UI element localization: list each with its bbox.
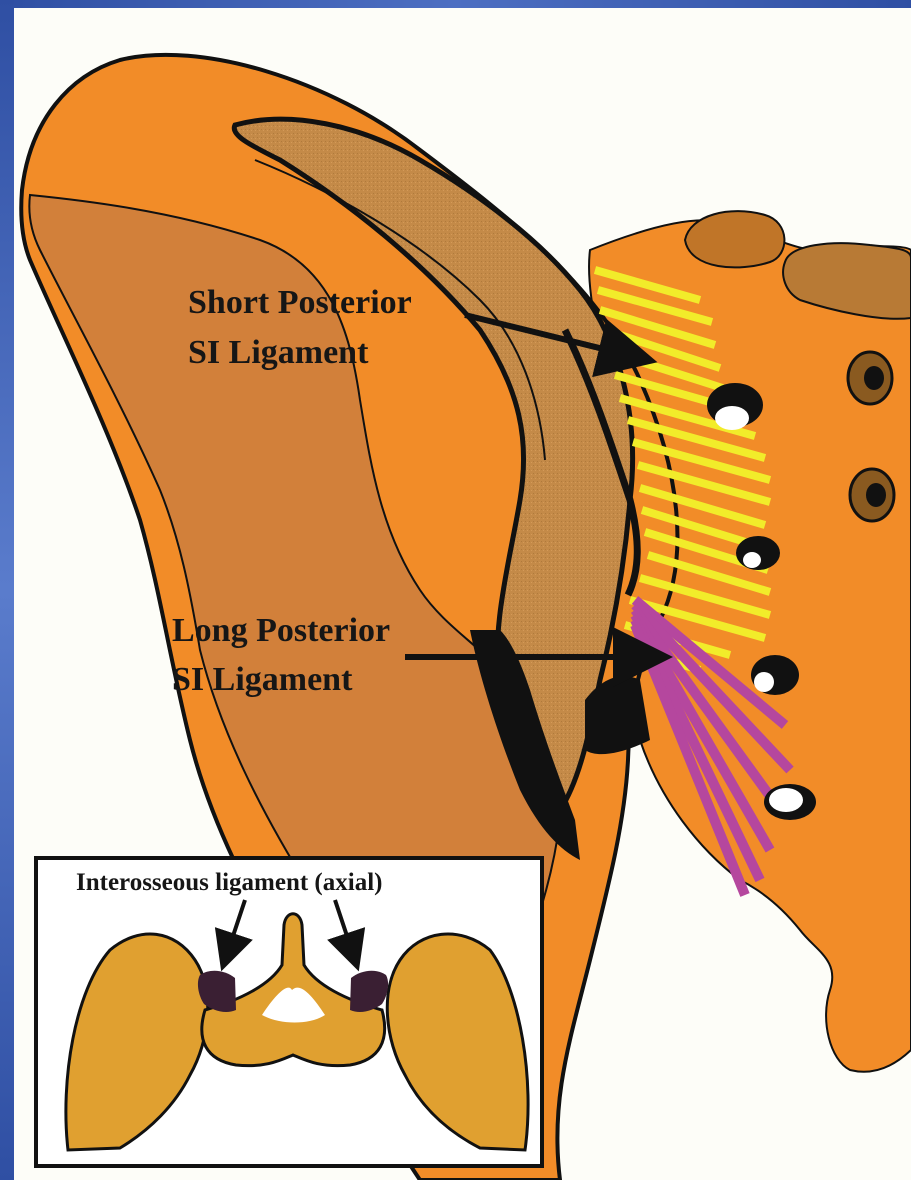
long-posterior-label-line2: SI Ligament	[172, 660, 352, 700]
long-posterior-label-line1: Long Posterior	[172, 611, 390, 651]
short-posterior-label-line2: SI Ligament	[188, 333, 368, 373]
inset-title: Interosseous ligament (axial)	[76, 868, 382, 898]
sacral-ala-left	[685, 211, 784, 267]
short-posterior-label-line1: Short Posterior	[188, 283, 412, 323]
